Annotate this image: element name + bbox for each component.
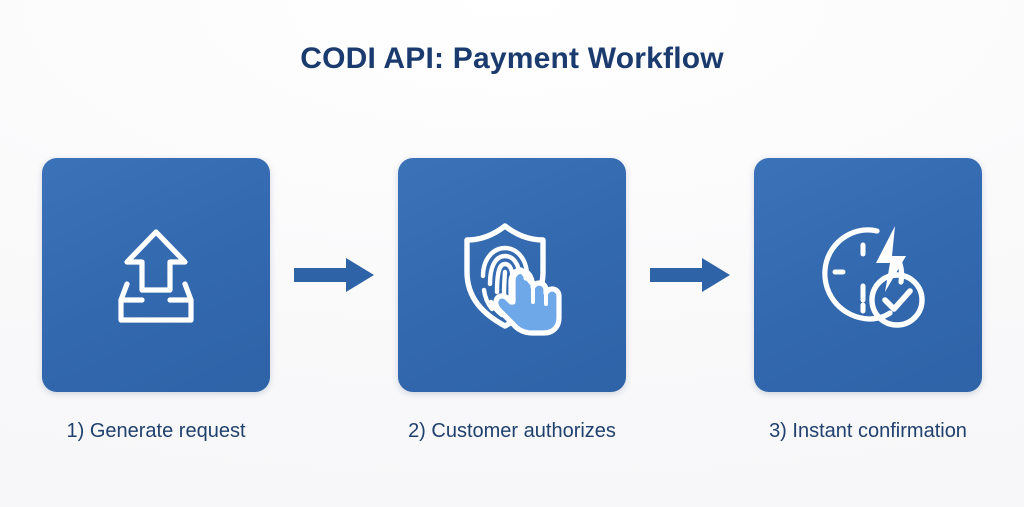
shield-fingerprint-touch-icon <box>464 223 562 336</box>
step-1-card[interactable] <box>42 158 270 392</box>
step-3-card[interactable] <box>754 158 982 392</box>
step-2-caption: 2) Customer authorizes <box>408 419 616 442</box>
step-3-caption: 3) Instant confirmation <box>769 419 967 442</box>
step-2-card[interactable] <box>398 158 626 392</box>
upload-outbox-icon <box>118 229 194 323</box>
connector-arrow-2 <box>649 258 731 292</box>
right-arrow-icon <box>294 258 374 292</box>
connector-arrow-1 <box>293 258 375 292</box>
workflow-step-2[interactable] <box>398 158 626 392</box>
workflow-step-3[interactable] <box>754 158 982 392</box>
workflow-captions-row: 1) Generate request 2) Customer authoriz… <box>42 413 982 449</box>
workflow-flow-row <box>42 158 982 392</box>
page-title: CODI API: Payment Workflow <box>300 42 724 75</box>
step-1-caption: 1) Generate request <box>66 419 246 442</box>
workflow-step-1[interactable] <box>42 158 270 392</box>
right-arrow-icon <box>650 258 730 292</box>
clock-bolt-check-icon <box>822 226 925 328</box>
